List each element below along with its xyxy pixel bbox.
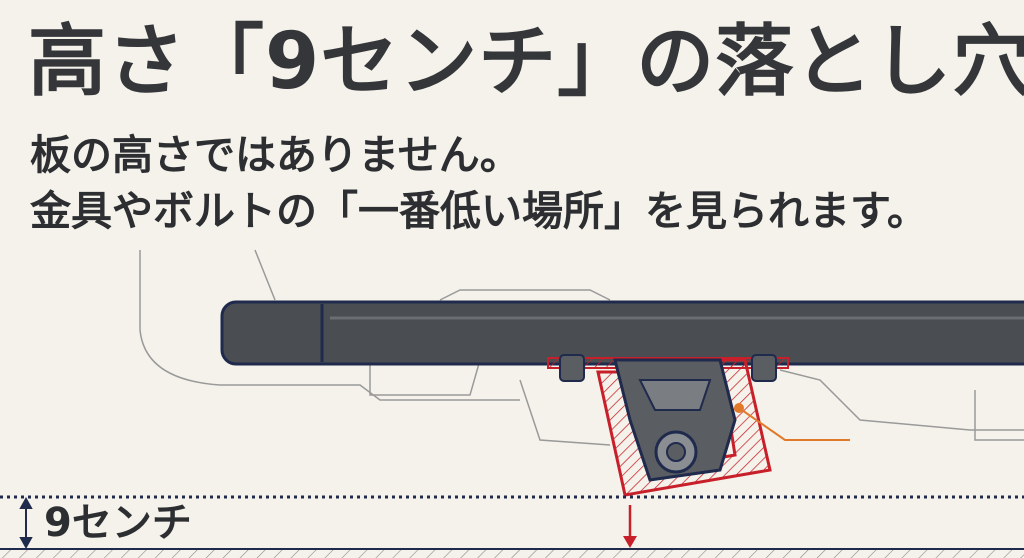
roof-rack-bar [220,300,1024,366]
height-label: 9センチ [44,500,192,546]
clamp-bracket [596,358,772,497]
arrow-down-icon [623,505,637,548]
leader-line [734,403,850,441]
subtitle-line-2: 金具やボルトの「一番低い場所」を見られます。 [30,187,928,235]
car-body-outline [139,249,1024,446]
bolt-left-icon [559,354,585,382]
headline: 高さ「9センチ」の落とし穴 [28,17,1024,107]
bolt-right-icon [751,354,777,382]
height-dimension-arrow-icon [19,496,33,550]
ground [0,548,1024,558]
subtitle-line-1: 板の高さではありません。 [30,131,521,179]
